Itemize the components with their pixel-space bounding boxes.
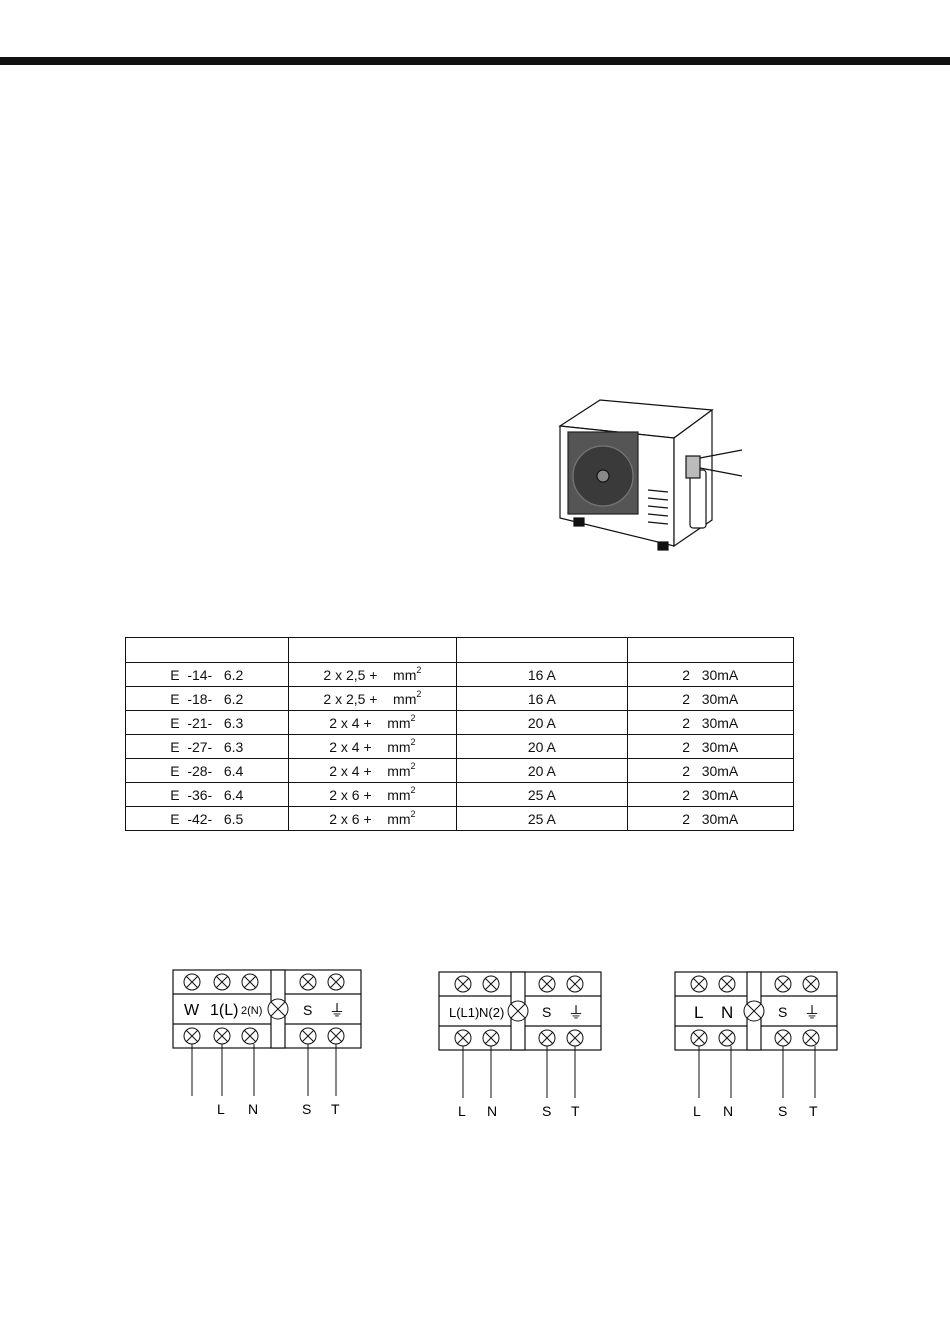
ground-icon: ⏚ <box>568 1004 584 1022</box>
cable-sup: 2 <box>410 784 416 795</box>
screw-terminal-icon <box>690 975 820 1047</box>
wire-label-n: N <box>248 1101 258 1117</box>
rcd-cell: 2 30mA <box>626 758 795 783</box>
fuse-cell: 16 A <box>456 662 628 687</box>
fuse-cell: 16 A <box>456 686 628 711</box>
header-model <box>125 637 289 663</box>
cable-text: 2 x 4 + mm <box>329 762 411 779</box>
terminal-label-l: L <box>694 1003 703 1022</box>
rcd-cell: 2 30mA <box>626 686 795 711</box>
rcd-cell: 2 30mA <box>626 734 795 759</box>
cable-text: 2 x 6 + mm <box>329 786 411 803</box>
model-cell: E -14- 6.2 <box>125 662 289 687</box>
cable-cell: 2 x 2,5 + mm2 <box>287 662 458 687</box>
terminal-label-l-l1: L(L1) <box>449 1005 479 1020</box>
outdoor-unit-icon <box>558 399 743 551</box>
cable-sup: 2 <box>410 808 416 819</box>
header-fuse <box>456 637 628 663</box>
cable-sup: 2 <box>416 664 422 675</box>
header-cable <box>287 637 458 663</box>
cable-cell: 2 x 4 + mm2 <box>287 734 458 759</box>
table-row: E -27- 6.3 2 x 4 + mm2 20 A 2 30mA <box>125 734 795 759</box>
model-cell: E -36- 6.4 <box>125 782 289 807</box>
header-rule <box>0 57 950 65</box>
table-header-row <box>125 637 795 663</box>
rcd-cell: 2 30mA <box>626 782 795 807</box>
terminal-label-n: N <box>721 1003 733 1022</box>
fuse-cell: 25 A <box>456 782 628 807</box>
wire-label-l: L <box>458 1103 466 1119</box>
cable-text: 2 x 4 + mm <box>329 738 411 755</box>
cable-sup: 2 <box>410 736 416 747</box>
rcd-cell: 2 30mA <box>626 806 795 831</box>
cable-text: 2 x 4 + mm <box>329 714 411 731</box>
cable-text: 2 x 2,5 + mm <box>323 690 417 707</box>
outdoor-unit-illustration <box>558 399 743 551</box>
cable-text: 2 x 6 + mm <box>329 810 411 827</box>
wire-label-t: T <box>571 1103 580 1119</box>
cable-sup: 2 <box>416 688 422 699</box>
wire-label-s: S <box>778 1103 787 1119</box>
cable-text: 2 x 2,5 + mm <box>323 666 417 683</box>
table-row: E -14- 6.2 2 x 2,5 + mm2 16 A 2 30mA <box>125 662 795 687</box>
table-row: E -28- 6.4 2 x 4 + mm2 20 A 2 30mA <box>125 758 795 783</box>
wire-label-l: L <box>217 1101 225 1117</box>
rcd-cell: 2 30mA <box>626 662 795 687</box>
terminal-label-2n: 2(N) <box>241 1005 262 1017</box>
wire-label-t: T <box>809 1103 818 1119</box>
terminal-label-s: S <box>303 1002 312 1018</box>
fuse-cell: 20 A <box>456 758 628 783</box>
model-cell: E -42- 6.5 <box>125 806 289 831</box>
model-cell: E -27- 6.3 <box>125 734 289 759</box>
cable-cell: 2 x 4 + mm2 <box>287 710 458 735</box>
terminal-label-w: W <box>184 1002 200 1019</box>
cable-cell: 2 x 4 + mm2 <box>287 758 458 783</box>
screw-terminal-icon <box>454 975 584 1047</box>
terminal-label-n2: N(2) <box>479 1005 504 1020</box>
table-row: E -18- 6.2 2 x 2,5 + mm2 16 A 2 30mA <box>125 686 795 711</box>
electrical-spec-table: E -14- 6.2 2 x 2,5 + mm2 16 A 2 30mA E -… <box>125 637 795 831</box>
cable-cell: 2 x 6 + mm2 <box>287 806 458 831</box>
fuse-cell: 25 A <box>456 806 628 831</box>
wire-label-t: T <box>331 1101 340 1117</box>
terminal-label-1l: 1(L) <box>210 1002 238 1019</box>
cable-cell: 2 x 2,5 + mm2 <box>287 686 458 711</box>
rcd-cell: 2 30mA <box>626 710 795 735</box>
table-row: E -42- 6.5 2 x 6 + mm2 25 A 2 30mA <box>125 806 795 831</box>
model-cell: E -28- 6.4 <box>125 758 289 783</box>
table-row: E -21- 6.3 2 x 4 + mm2 20 A 2 30mA <box>125 710 795 735</box>
cable-sup: 2 <box>410 760 416 771</box>
wire-label-n: N <box>487 1103 497 1119</box>
table-row: E -36- 6.4 2 x 6 + mm2 25 A 2 30mA <box>125 782 795 807</box>
model-cell: E -18- 6.2 <box>125 686 289 711</box>
terminal-diagram-1: W 1(L) 2(N) S ⏚ L N S T <box>172 969 362 1117</box>
wire-label-s: S <box>302 1101 311 1117</box>
terminal-diagram-3: L N S ⏚ L N S T <box>674 971 838 1119</box>
terminal-diagram-2: L(L1) N(2) S ⏚ L N S T <box>438 971 602 1119</box>
terminal-label-s: S <box>542 1004 551 1020</box>
cable-sup: 2 <box>410 712 416 723</box>
ground-icon: ⏚ <box>804 1004 820 1022</box>
screw-terminal-icon <box>183 973 345 1045</box>
fuse-cell: 20 A <box>456 710 628 735</box>
wire-label-s: S <box>542 1103 551 1119</box>
model-cell: E -21- 6.3 <box>125 710 289 735</box>
ground-icon: ⏚ <box>329 1002 345 1020</box>
header-rcd <box>626 637 795 663</box>
fuse-cell: 20 A <box>456 734 628 759</box>
terminal-label-s: S <box>778 1004 787 1020</box>
cable-cell: 2 x 6 + mm2 <box>287 782 458 807</box>
wire-label-l: L <box>693 1103 701 1119</box>
wire-label-n: N <box>723 1103 733 1119</box>
